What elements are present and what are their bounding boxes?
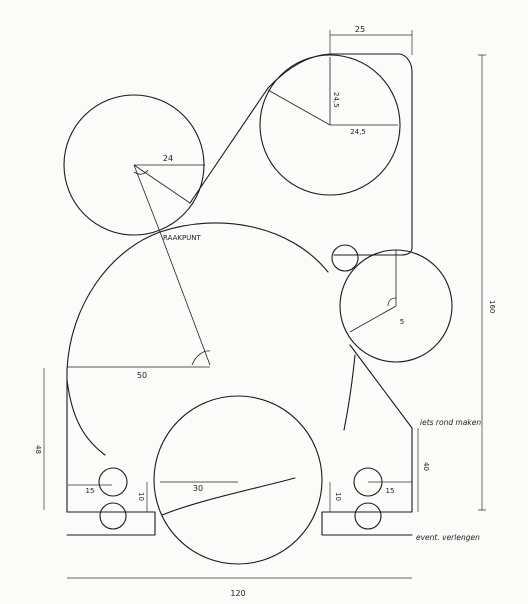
angle-mark-left — [133, 169, 149, 175]
angle-mark-big — [191, 350, 211, 366]
right-lower-outline — [321, 344, 413, 536]
construction-lines — [67, 57, 398, 483]
part-outline — [66, 53, 413, 536]
top-radius-a — [267, 89, 331, 126]
dim-bl-small-label: 10 — [137, 492, 145, 501]
dim-overall-width-label: 120 — [230, 589, 245, 598]
extend-note: event. verlengen — [416, 533, 480, 542]
dim-bl-width-label: 15 — [86, 487, 95, 495]
dimension-lines — [43, 30, 486, 579]
dim-left-height-label: 48 — [34, 445, 42, 454]
left-tangent-radius — [133, 164, 191, 204]
small-circle-br-2 — [354, 502, 382, 530]
dim-right-height-label: 40 — [422, 462, 430, 471]
dim-bottom-radius-label: 30 — [193, 484, 203, 493]
raakpunt-label: RAAKPUNT — [163, 234, 202, 242]
dim-big-radius-label: 50 — [137, 371, 147, 380]
bottom-left-foot — [66, 511, 156, 536]
dim-overall-height-label: 160 — [488, 300, 496, 313]
small-circle-bl-2 — [99, 502, 127, 530]
dim-circle-top-v-label: 24,5 — [332, 92, 340, 108]
round-note: iets rond maken — [420, 418, 481, 427]
bottom-circle — [153, 395, 323, 565]
inner-arc-right — [343, 354, 356, 431]
labels: 25 24,5 24,5 24 RAAKPUNT 50 5 30 48 15 1… — [34, 25, 496, 598]
tangent-top — [189, 87, 269, 204]
dim-br-width-label: 15 — [386, 487, 395, 495]
inner-arc-left — [66, 379, 106, 456]
dim-left-radius-label: 24 — [163, 154, 173, 163]
right-radius — [349, 305, 397, 333]
big-arc — [66, 222, 329, 371]
bottom-circle-chord — [161, 477, 296, 516]
dim-br-small-label: 10 — [334, 492, 342, 501]
raakpunt-line — [133, 164, 211, 366]
dim-circle-top-h-label: 24,5 — [350, 128, 366, 136]
dim-right-radius-label: 5 — [400, 318, 404, 326]
top-right-outline — [267, 53, 413, 256]
dim-top-ext — [329, 30, 413, 55]
angle-mark-right — [387, 297, 397, 307]
small-circle-bl-1 — [98, 467, 128, 497]
small-hole — [331, 244, 359, 272]
dim-top-width-label: 25 — [355, 25, 365, 34]
dim-overall-height-ext — [478, 54, 486, 511]
